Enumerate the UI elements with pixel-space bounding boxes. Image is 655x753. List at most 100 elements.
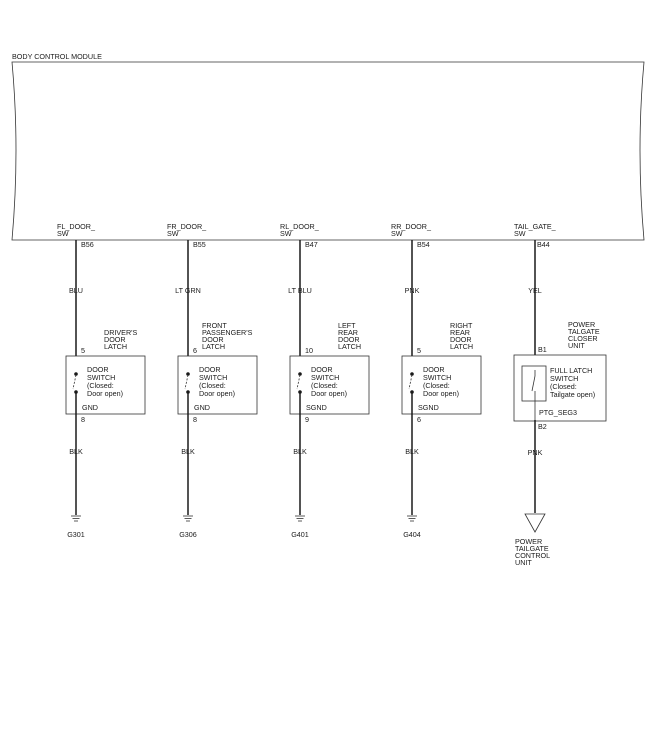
wire-color-top: BLU: [69, 286, 83, 295]
wire-color-bottom: BLK: [69, 447, 83, 456]
component-name-line2: REAR: [338, 328, 358, 337]
destination-name-line2: TAILGATE: [515, 544, 549, 553]
component-name-line2: PASSENGER'S: [202, 328, 253, 337]
ground-label: GND: [82, 403, 98, 412]
door-latch-box: [401, 355, 482, 415]
signal-name: FL_DOOR_: [57, 222, 96, 231]
latch-switch-box: [521, 365, 547, 402]
component-name: LEFT: [338, 321, 356, 330]
wire-color-top: LT GRN: [175, 286, 201, 295]
switch-name: DOOR: [199, 365, 221, 374]
connector-pin: B44: [537, 240, 550, 249]
pin-out: 9: [305, 415, 309, 424]
component-name-line4: LATCH: [450, 342, 473, 351]
wire-color-bottom: BLK: [405, 447, 419, 456]
wire-color-top: LT BLU: [288, 286, 312, 295]
pin-in: 5: [417, 346, 421, 355]
component-name-line4: UNIT: [568, 341, 585, 350]
switch-name-line2: SWITCH: [87, 373, 115, 382]
switch-state-line2: Door open): [87, 389, 123, 398]
component-name-line3: DOOR: [450, 335, 472, 344]
switch-name: DOOR: [311, 365, 333, 374]
switch-name: FULL LATCH: [550, 366, 592, 375]
component-name: FRONT: [202, 321, 227, 330]
signal-name-line2: SW: [57, 229, 69, 238]
component-name-line3: CLOSER: [568, 334, 598, 343]
switch-blade: [531, 375, 536, 392]
switch-state-line2: Door open): [311, 389, 347, 398]
pin-in: B1: [538, 345, 547, 354]
switch-contact-top: [186, 372, 190, 376]
component-name-line3: LATCH: [104, 342, 127, 351]
component-name-line4: LATCH: [338, 342, 361, 351]
ground-id: G401: [291, 530, 309, 539]
ground-label: SGND: [418, 403, 439, 412]
component-name-line3: DOOR: [202, 335, 224, 344]
destination-name-line3: CONTROL: [515, 551, 550, 560]
circuit-tailgate: TAIL_GATE_ SW B44 YEL POWER TALGATE CLOS…: [513, 222, 607, 567]
switch-blade: [408, 374, 413, 390]
signal-name-line2: SW: [167, 229, 179, 238]
circuit-rl-door: RL_DOOR_ SW B47 LT BLU LEFT REAR DOOR LA…: [280, 222, 370, 539]
component-name-line2: DOOR: [104, 335, 126, 344]
circuit-rr-door: RR_DOOR_ SW B54 PNK RIGHT REAR DOOR LATC…: [391, 222, 482, 539]
wire-color-bottom: BLK: [181, 447, 195, 456]
wire-color-top: PNK: [405, 286, 420, 295]
switch-contact-top: [298, 372, 302, 376]
switch-state: (Closed:: [423, 381, 450, 390]
switch-name-line2: SWITCH: [199, 373, 227, 382]
ground-label: GND: [194, 403, 210, 412]
circuit-fl-door: FL_DOOR_ SW B56 BLU DRIVER'S DOOR LATCH …: [57, 222, 146, 539]
component-name: DRIVER'S: [104, 328, 138, 337]
pin-in: 6: [193, 346, 197, 355]
segment-label: PTG_SEG3: [539, 408, 577, 417]
switch-contact-top: [410, 372, 414, 376]
wire-color-top: YEL: [528, 286, 542, 295]
switch-blade: [184, 374, 189, 390]
switch-name-line2: SWITCH: [423, 373, 451, 382]
ground-label: SGND: [306, 403, 327, 412]
switch-state-line2: Tailgate open): [550, 390, 595, 399]
component-name-line3: DOOR: [338, 335, 360, 344]
pin-out: B2: [538, 422, 547, 431]
connector-pin: B56: [81, 240, 94, 249]
component-name-line2: REAR: [450, 328, 470, 337]
switch-state: (Closed:: [199, 381, 226, 390]
signal-name: FR_DOOR_: [167, 222, 207, 231]
door-latch-box: [177, 355, 258, 415]
signal-name: TAIL_GATE_: [514, 222, 557, 231]
switch-contact-top: [74, 372, 78, 376]
switch-blade: [296, 374, 301, 390]
wire-color-bottom: PNK: [528, 448, 543, 457]
connector-pin: B47: [305, 240, 318, 249]
ground-id: G301: [67, 530, 85, 539]
destination-name-line4: UNIT: [515, 558, 532, 567]
destination-name: POWER: [515, 537, 542, 546]
door-latch-box: [65, 355, 146, 415]
circuit-fr-door: FR_DOOR_ SW B55 LT GRN FRONT PASSENGER'S…: [167, 222, 258, 539]
component-name-line2: TALGATE: [568, 327, 600, 336]
signal-name-line2: SW: [514, 229, 526, 238]
switch-name-line2: SWITCH: [550, 374, 578, 383]
component-name: RIGHT: [450, 321, 473, 330]
ground-symbol-icon: [295, 515, 305, 522]
pin-out: 6: [417, 415, 421, 424]
ground-id: G306: [179, 530, 197, 539]
pin-in: 10: [305, 346, 313, 355]
switch-name: DOOR: [423, 365, 445, 374]
switch-state: (Closed:: [87, 381, 114, 390]
switch-state: (Closed:: [311, 381, 338, 390]
ground-id: G404: [403, 530, 421, 539]
ground-symbol-icon: [71, 515, 81, 522]
connector-pin: B54: [417, 240, 430, 249]
pin-out: 8: [81, 415, 85, 424]
switch-name-line2: SWITCH: [311, 373, 339, 382]
ground-symbol-icon: [183, 515, 193, 522]
pin-out: 8: [193, 415, 197, 424]
component-name: POWER: [568, 320, 595, 329]
connector-pin: B55: [193, 240, 206, 249]
signal-name-line2: SW: [391, 229, 403, 238]
door-latch-box: [289, 355, 370, 415]
signal-name: RL_DOOR_: [280, 222, 320, 231]
